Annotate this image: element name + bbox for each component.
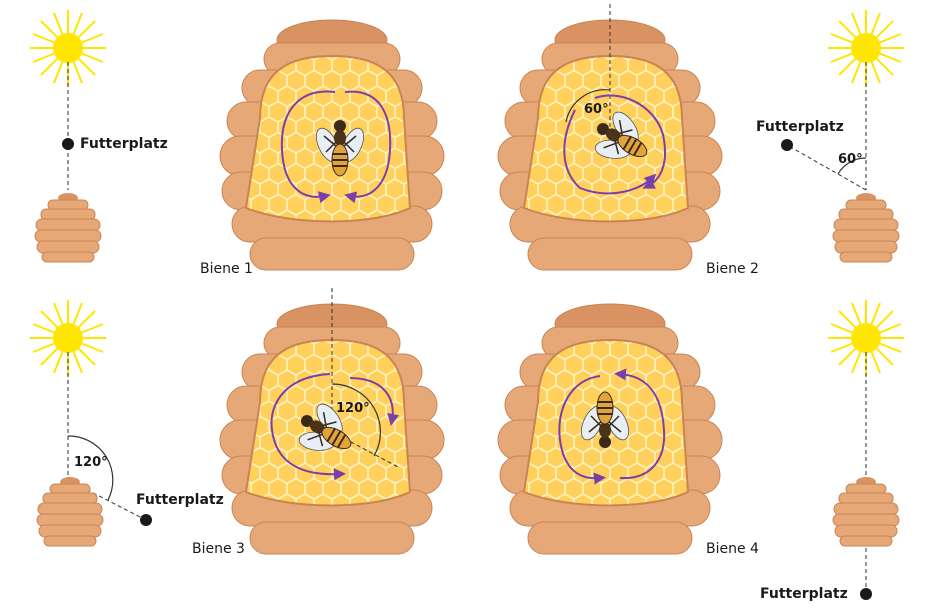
food-source-dot <box>781 139 793 151</box>
angle-label: 120° <box>74 456 108 469</box>
futterplatz-label: Futterplatz <box>136 493 224 507</box>
angle-label: 60° <box>838 153 863 166</box>
panel-biene-2 <box>498 4 904 270</box>
sun-icon <box>30 10 106 86</box>
sun-icon <box>30 300 106 376</box>
biene-3-label: Biene 3 <box>192 542 245 556</box>
panel-biene-4 <box>498 300 904 600</box>
futterplatz-label: Futterplatz <box>80 137 168 151</box>
food-source-dot <box>62 138 74 150</box>
futterplatz-label: Futterplatz <box>756 120 844 134</box>
hive-icon <box>35 193 101 262</box>
hive-icon <box>833 193 899 262</box>
food-source-dot <box>860 588 872 600</box>
food-source-dot <box>140 514 152 526</box>
angle-label: 60° <box>584 103 609 116</box>
hive-icon <box>833 477 899 546</box>
biene-4-label: Biene 4 <box>706 542 759 556</box>
sun-icon <box>828 300 904 376</box>
futterplatz-label: Futterplatz <box>760 587 848 601</box>
panel-biene-3 <box>30 288 444 554</box>
hive-icon <box>37 477 103 546</box>
biene-2-label: Biene 2 <box>706 262 759 276</box>
angle-label: 120° <box>336 402 370 415</box>
sun-icon <box>828 10 904 86</box>
biene-1-label: Biene 1 <box>200 262 253 276</box>
